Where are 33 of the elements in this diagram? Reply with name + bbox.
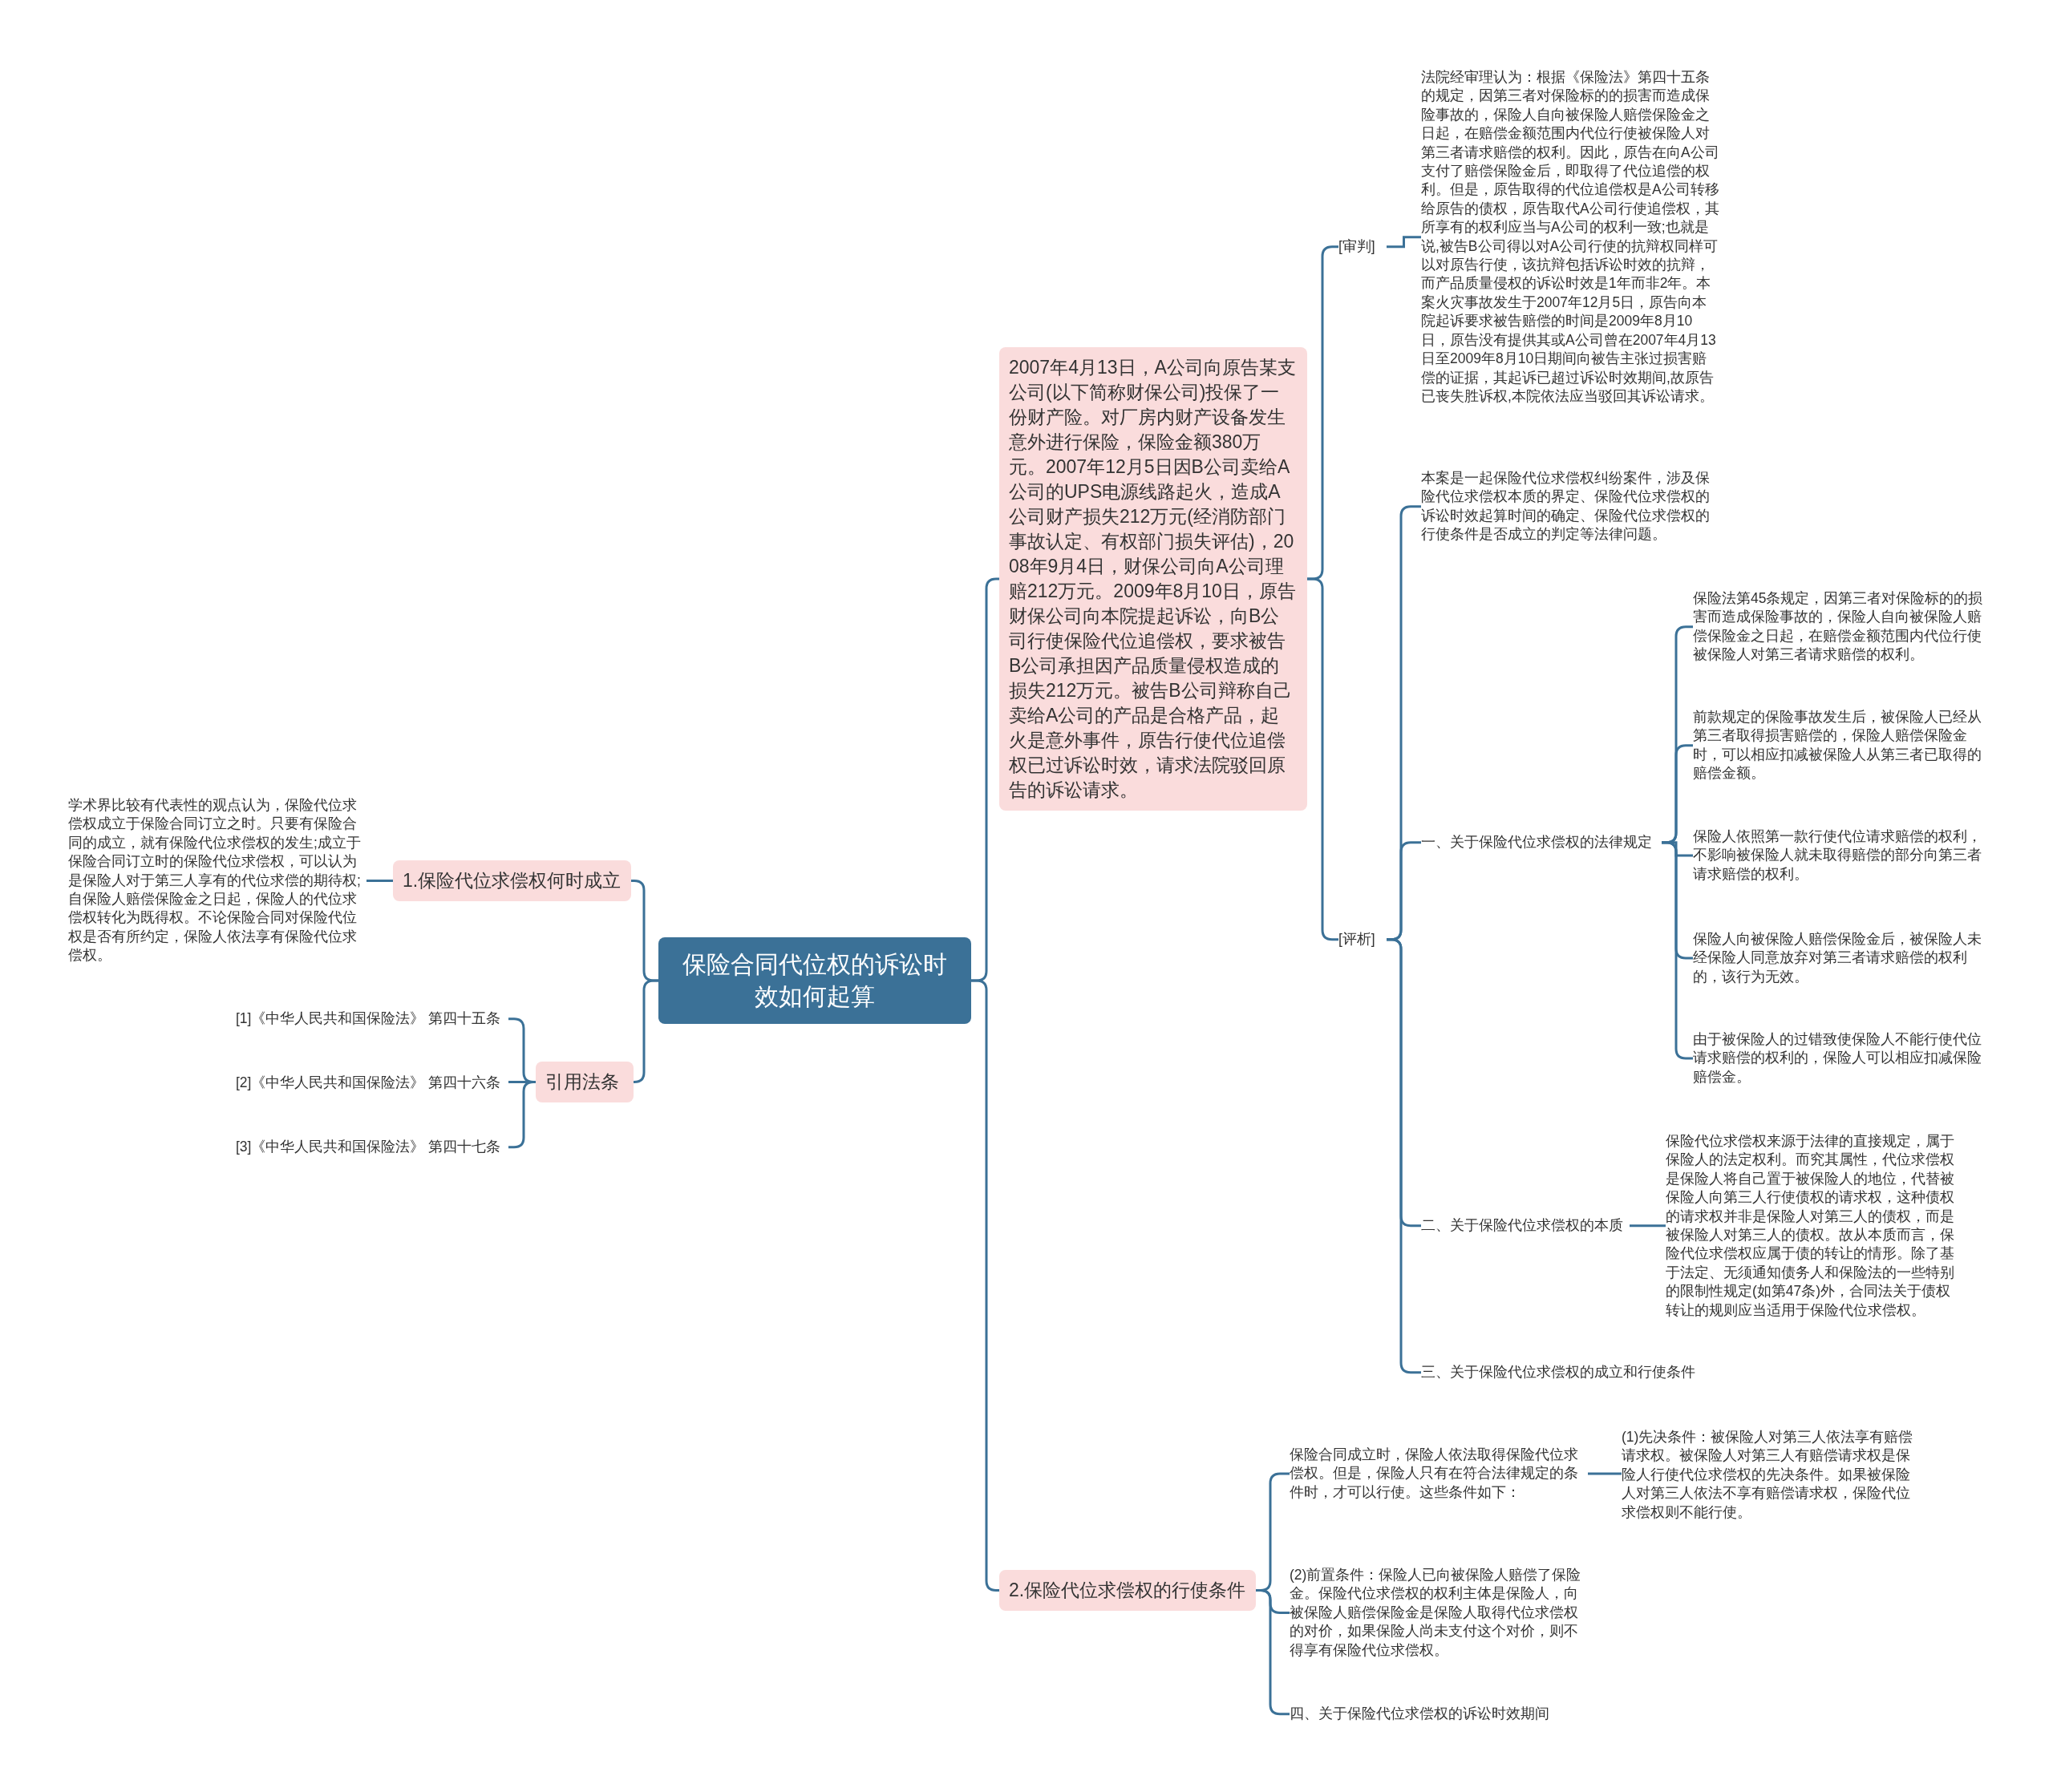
note-text: 一、关于保险代位求偿权的法律规定	[1421, 833, 1662, 852]
topic-box: 引用法条	[536, 1062, 634, 1102]
central-topic-box: 保险合同代位权的诉讼时效如何起算	[658, 937, 971, 1024]
note-text: (2)前置条件：保险人已向被保险人赔偿了保险金。保险代位求偿权的权利主体是保险人，向被保险人赔偿保险金是保险人取得代位求偿权的对价，如果保险人尚未支付这个对价，则不得享有保险代位求偿权。	[1290, 1566, 1588, 1661]
note-text: 保险法第45条规定，因第三者对保险标的的损害而造成保险事故的，保险人自向被保险人赔偿保险金之日起，在赔偿金额范围内代位行使被保险人对第三者请求赔偿的权利。	[1693, 589, 1991, 665]
note-text: 前款规定的保险事故发生后，被保险人已经从第三者取得损害赔偿的，保险人赔偿保险金时，可以相应扣减被保险人从第三者已取得的赔偿金额。	[1693, 708, 1991, 783]
topic-box: 2007年4月13日，A公司向原告某支公司(以下简称财保公司)投保了一份财产险。对厂房内财产设备发生意外进行保险，保险金额380万元。2007年12月5日因B公司卖给A公司的UPS电源线路起火，造成A公司财产损失212万元(经消防部门事故认定、有权部门损失评估)，2008年9月4日，财保公司向A公司理赔212万元。2009年8月10日，原告财保公司向本院提起诉讼，向B公司行使保险代位追偿权，要求被告B公司承担因产品质量侵权造成的损失212万元。被告B公司辩称自己卖给A公司的产品是合格产品，起火是意外事件，原告行使代位追偿权已过诉讼时效，请求法院驳回原告的诉讼请求。	[999, 347, 1307, 811]
connector-line	[1588, 1472, 1622, 1475]
note-text: 学术界比较有代表性的观点认为，保险代位求偿权成立于保险合同订立之时。只要有保险合同的成立，就有保险代位求偿权的发生;成立于保险合同订立时的保险代位求偿权，可以认为是保险人对于第三人享有的代位求偿的期待权;自保险人赔偿保险金之日起，保险人的代位求偿权转化为既得权。不论保险合同对保险代位权是否有所约定，保险人依法享有保险代位求偿权。	[68, 796, 366, 965]
note-text: 三、关于保险代位求偿权的成立和行使条件	[1421, 1363, 1710, 1382]
note-text: [2]《中华人民共和国保险法》 第四十六条	[236, 1074, 508, 1093]
note-text: 四、关于保险代位求偿权的诉讼时效期间	[1290, 1705, 1562, 1724]
note-text: (1)先决条件：被保险人对第三人依法享有赔偿请求权。被保险人对第三人有赔偿请求权是保险人行使代位求偿权的先决条件。如果被保险人对第三人依法不享有赔偿请求权，保险代位求偿权则不能行使。	[1622, 1428, 1920, 1523]
connector-line	[633, 979, 658, 1083]
connector-line	[1630, 1224, 1666, 1228]
note-text: 本案是一起保险代位求偿权纠纷案件，涉及保险代位求偿权本质的界定、保险代位求偿权的诉讼时效起算时间的确定、保险代位求偿权的行使条件是否成立的判定等法律问题。	[1421, 469, 1719, 544]
note-text: [评析]	[1338, 930, 1387, 949]
note-text: 二、关于保险代位求偿权的本质	[1421, 1216, 1630, 1236]
note-text: 保险人向被保险人赔偿保险金后，被保险人未经保险人同意放弃对第三者请求赔偿的权利的，该行为无效。	[1693, 930, 1991, 987]
note-text: 由于被保险人的过错致使保险人不能行使代位请求赔偿的权利的，保险人可以相应扣减保险赔偿金。	[1693, 1030, 1991, 1087]
note-text: 法院经审理认为：根据《保险法》第四十五条的规定，因第三者对保险标的的损害而造成保险事故的，保险人自向被保险人赔偿保险金之日起，在赔偿金额范围内代位行使被保险人对第三者请求赔偿的权利。因此，原告在向A公司支付了赔偿保险金后，即取得了代位追偿的权利。但是，原告取得的代位追偿权是A公司转移给原告的债权，原告取代A公司行使追偿权，其所享有的权利应当与A公司的权利一致;也就是说,被告B公司得以对A公司行使的抗辩权同样可以对原告行使，该抗辩包括诉讼时效的抗辩，而产品质量侵权的诉讼时效是1年而非2年。本案火灾事故发生于2007年12月5日，原告向本院起诉要求被告赔偿的时间是2009年8月10日，原告没有提供其或A公司曾在2007年4月13日至2009年8月10日期间向被告主张过损害赔偿的证据，其起诉已超过诉讼时效期间,故原告已丧失胜诉权,本院依法应当驳回其诉讼请求。	[1421, 68, 1719, 407]
note-text: 保险代位求偿权来源于法律的直接规定，属于保险人的法定权利。而究其属性，代位求偿权是保险人将自己置于被保险人的地位，代替被保险人向第三人行使债权的请求权，这种债权的请求权并非是保险人对第三人的债权，而是被保险人对第三人的债权。故从本质而言，保险代位求偿权应属于债的转让的情形。除了基于法定、无须通知债务人和保险法的一些特别的限制性规定(如第47条)外，合同法关于债权转让的规则应当适用于保险代位求偿权。	[1666, 1132, 1964, 1321]
connector-line	[1387, 236, 1421, 249]
note-text: [3]《中华人民共和国保险法》 第四十七条	[236, 1138, 508, 1157]
connector-line	[508, 1081, 536, 1149]
note-text: [1]《中华人民共和国保险法》 第四十五条	[236, 1009, 508, 1029]
topic-box: 2.保险代位求偿权的行使条件	[999, 1570, 1256, 1611]
note-text: [审判]	[1338, 237, 1387, 257]
connector-line	[1662, 841, 1693, 1060]
note-text: 保险合同成立时，保险人依法取得保险代位求偿权。但是，保险人只有在符合法律规定的条件时，才可以行使。这些条件如下：	[1290, 1446, 1588, 1503]
topic-box: 1.保险代位求偿权何时成立	[393, 860, 631, 901]
note-text: 保险人依照第一款行使代位请求赔偿的权利，不影响被保险人就未取得赔偿的部分向第三者请求赔偿的权利。	[1693, 827, 1991, 884]
connector-line	[366, 880, 393, 882]
